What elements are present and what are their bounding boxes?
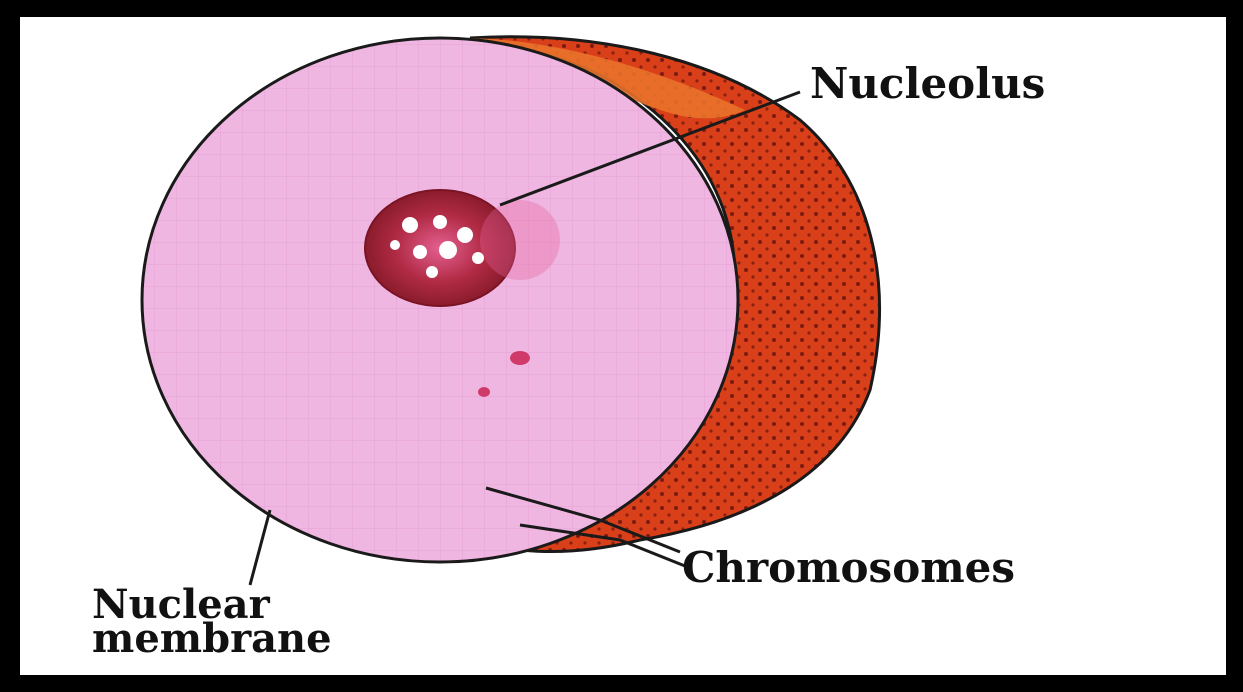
nucleolus-halo <box>480 200 560 280</box>
label-membrane-line2: membrane <box>92 615 332 662</box>
label-nucleolus: Nucleolus <box>810 59 1045 108</box>
label-chromosomes: Chromosomes <box>682 543 1015 592</box>
membrane-pointer <box>250 510 270 585</box>
